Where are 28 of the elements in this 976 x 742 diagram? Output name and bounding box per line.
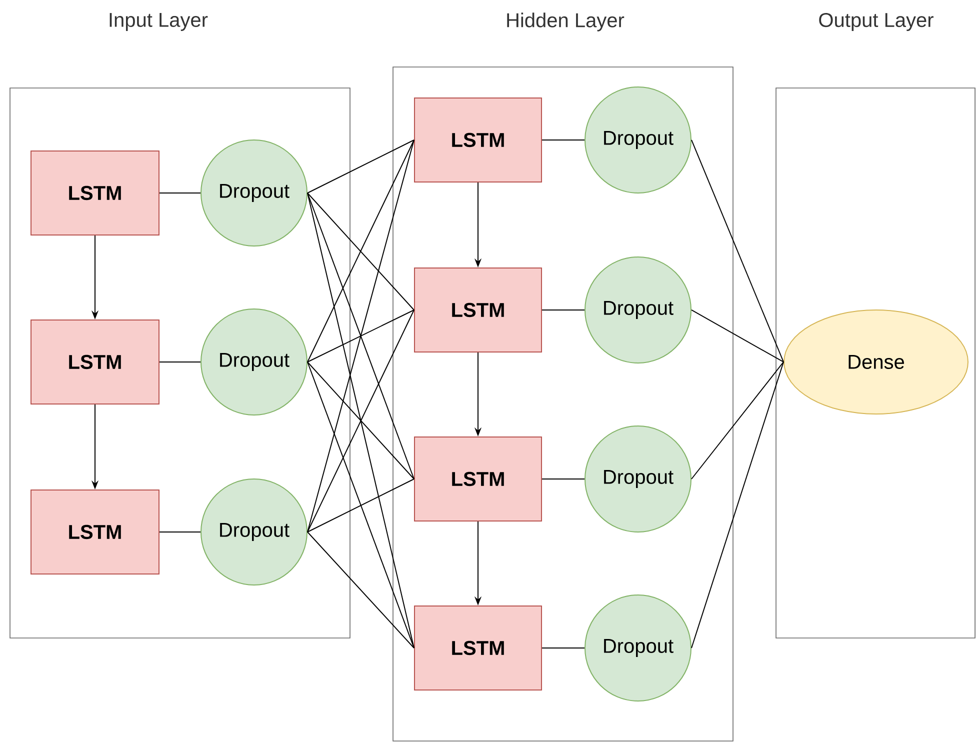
connector-line (307, 192, 414, 648)
connector-line (691, 362, 784, 480)
connector-line (307, 140, 414, 532)
connector-line (542, 478, 585, 480)
connector-line (159, 192, 201, 194)
connector-line (307, 140, 414, 362)
connector-line (307, 310, 414, 362)
connector-line (307, 310, 414, 532)
connector-line (307, 192, 414, 480)
connector-line (307, 532, 414, 648)
lstm-box: LSTM (30, 490, 160, 574)
layer-heading: Hidden Layer (507, 12, 624, 32)
lstm-box: LSTM (414, 268, 542, 352)
connector-line (307, 192, 414, 310)
lstm-box: LSTM (30, 320, 160, 404)
lstm-box: LSTM (30, 150, 160, 236)
layer-heading: Input Layer (110, 13, 208, 31)
lstm-box: LSTM (414, 436, 542, 522)
lstm-box: LSTM (414, 606, 542, 690)
layer-heading: Output Layer (819, 12, 934, 32)
connector-line (307, 478, 414, 532)
connector-line (307, 362, 414, 648)
connector-line (691, 140, 784, 362)
connector-line (691, 362, 784, 648)
connector-line (307, 362, 414, 480)
connector-line (691, 310, 784, 362)
connector-line (307, 140, 414, 194)
lstm-box: LSTM (414, 98, 542, 182)
